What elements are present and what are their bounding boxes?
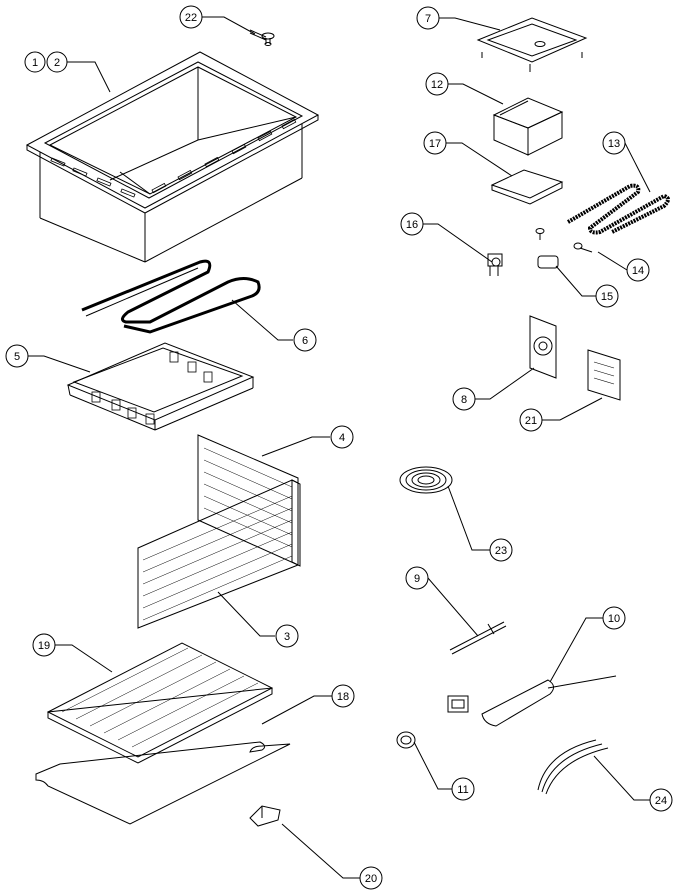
- probe-part: [449, 621, 507, 655]
- coiled-tube-part: [399, 466, 453, 494]
- thermostat-part: [535, 228, 559, 269]
- svg-text:6: 6: [302, 335, 308, 347]
- svg-text:9: 9: [414, 573, 420, 585]
- callout-17: 17: [423, 131, 447, 155]
- svg-text:14: 14: [632, 265, 644, 277]
- svg-text:18: 18: [337, 691, 349, 703]
- callout-9: 9: [405, 566, 429, 590]
- callout-5: 5: [5, 344, 29, 368]
- callout-22: 22: [179, 5, 203, 29]
- small-bracket-part: [249, 805, 281, 827]
- callout-13: 13: [602, 131, 626, 155]
- svg-text:16: 16: [406, 219, 418, 231]
- svg-text:23: 23: [495, 545, 507, 557]
- heating-element-part: [81, 259, 261, 334]
- base-sheet-part: [35, 741, 291, 825]
- callout-8: 8: [452, 387, 476, 411]
- fitting-part: [249, 29, 275, 46]
- callout-15: 15: [595, 284, 619, 308]
- well-pan-part: [25, 51, 320, 263]
- svg-text:24: 24: [655, 795, 667, 807]
- bracket-part: [66, 342, 255, 431]
- screw-part: [573, 242, 593, 253]
- callout-group: 1 2 3 4 5 6 7 8 9 10 11 12 13 14 15 16 1…: [5, 5, 673, 890]
- callout-19: 19: [32, 633, 56, 657]
- svg-text:22: 22: [185, 12, 197, 24]
- label-plate-part: [587, 349, 621, 401]
- knob-part: [396, 731, 416, 749]
- svg-text:11: 11: [457, 784, 468, 796]
- box-part: [492, 97, 564, 156]
- control-plate-part: [529, 315, 557, 379]
- callout-20: 20: [359, 866, 383, 890]
- valve-part: [487, 253, 503, 276]
- callout-10: 10: [602, 606, 626, 630]
- callout-3: 3: [275, 624, 299, 648]
- svg-text:10: 10: [608, 613, 620, 625]
- callout-1: 1: [24, 51, 46, 73]
- svg-text:3: 3: [284, 631, 290, 643]
- svg-text:7: 7: [425, 13, 431, 25]
- svg-text:21: 21: [525, 415, 537, 427]
- callout-6: 6: [293, 328, 317, 352]
- callout-12: 12: [425, 72, 449, 96]
- callout-4: 4: [330, 425, 354, 449]
- callout-18: 18: [331, 684, 355, 708]
- svg-text:8: 8: [461, 394, 467, 406]
- svg-text:20: 20: [365, 873, 377, 885]
- callout-2: 2: [46, 51, 68, 73]
- callout-14: 14: [626, 258, 650, 282]
- svg-text:4: 4: [339, 432, 345, 444]
- svg-text:2: 2: [54, 57, 60, 69]
- callout-11: 11: [451, 777, 475, 801]
- callout-21: 21: [519, 408, 543, 432]
- svg-text:19: 19: [38, 640, 50, 652]
- leader-lines: [27, 16, 651, 879]
- svg-text:12: 12: [431, 79, 443, 91]
- callout-23: 23: [489, 538, 513, 562]
- tray-part: [490, 169, 564, 205]
- top-pan-part: [476, 17, 588, 72]
- svg-text:1: 1: [32, 57, 38, 69]
- wire-harness-part: [537, 739, 609, 795]
- coil-element-part: [566, 183, 670, 235]
- callout-24: 24: [649, 788, 673, 812]
- svg-text:5: 5: [14, 351, 20, 363]
- svg-text:13: 13: [608, 138, 620, 150]
- sensor-part: [447, 675, 617, 727]
- callout-7: 7: [416, 6, 440, 30]
- svg-text:15: 15: [601, 291, 613, 303]
- svg-text:17: 17: [429, 138, 441, 150]
- grid-panel-part: [46, 642, 274, 764]
- callout-16: 16: [400, 212, 424, 236]
- perforated-panels-part: [137, 434, 301, 629]
